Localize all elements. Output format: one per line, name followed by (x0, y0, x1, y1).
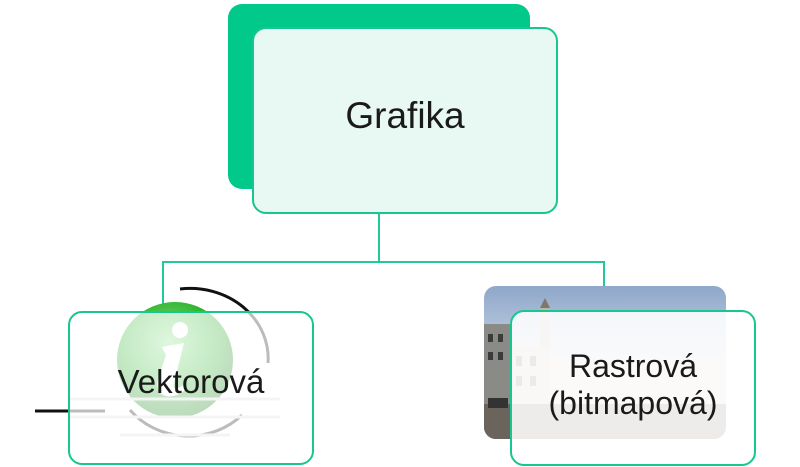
vector-node-label: Vektorová (117, 363, 265, 400)
raster-node-label-line2: (bitmapová) (548, 385, 718, 421)
connector-root-down (378, 214, 380, 262)
root-node-label: Grafika (345, 94, 465, 136)
raster-node (510, 310, 756, 466)
vector-node (68, 311, 314, 465)
raster-node-label: Rastrová (bitmapová) (510, 310, 756, 466)
root-node (252, 27, 558, 214)
raster-node-label-line1: Rastrová (568, 348, 698, 385)
connector-right-down (603, 261, 605, 288)
connector-horizontal (162, 261, 605, 263)
connector-left-down (162, 261, 164, 311)
